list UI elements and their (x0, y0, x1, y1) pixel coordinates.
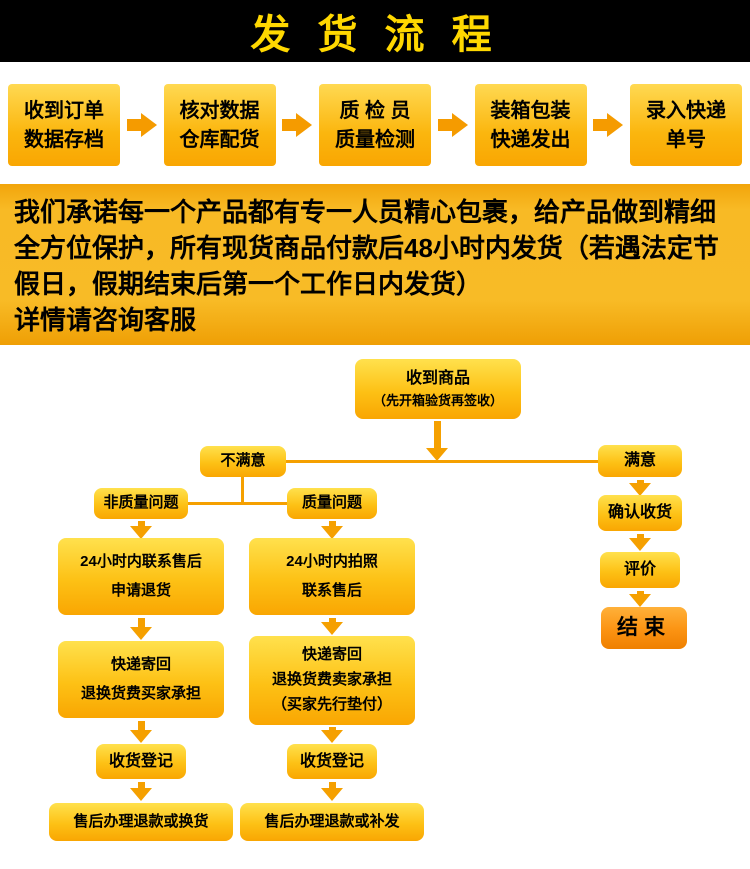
process-step-tracking-number: 录入快递 单号 (630, 84, 742, 166)
box-line: 售后办理退款或换货 (73, 812, 209, 830)
left-step2-box: 快递寄回 退换货费买家承担 (58, 641, 224, 718)
confirm-receipt-box: 确认收货 (598, 495, 682, 531)
promise-banner: 我们承诺每一个产品都有专一人员精心包裹，给产品做到精细全方位保护，所有现货商品付… (0, 184, 750, 345)
process-row: 收到订单 数据存档 核对数据 仓库配货 质 检 员 质量检测 装箱包装 快递发出… (8, 84, 742, 166)
down-arrow-icon (321, 521, 343, 539)
step-line: 质 检 员 (339, 99, 411, 122)
box-line: 收货登记 (108, 752, 173, 770)
step-line: 仓库配货 (179, 128, 260, 151)
process-step-verify-data: 核对数据 仓库配货 (163, 84, 276, 166)
mid-step1-box: 24小时内拍照 联系售后 (249, 538, 415, 615)
box-line: 申请退货 (110, 581, 171, 599)
review-box: 评价 (600, 552, 680, 588)
down-arrow-icon (629, 534, 651, 551)
box-line: 退换货费卖家承担 (271, 671, 392, 689)
process-step-packing: 装箱包装 快递发出 (474, 84, 587, 166)
step-line: 单号 (666, 128, 706, 151)
right-arrow-icon (437, 113, 468, 137)
connector-line (241, 476, 244, 505)
unsatisfied-box: 不满意 (200, 446, 286, 477)
down-arrow-icon (321, 782, 343, 801)
down-arrow-icon (130, 521, 152, 539)
box-line: 非质量问题 (103, 494, 179, 512)
non-quality-issue-box: 非质量问题 (94, 488, 188, 519)
promise-text: 我们承诺每一个产品都有专一人员精心包裹，给产品做到精细全方位保护，所有现货商品付… (14, 197, 719, 299)
box-line: 质量问题 (301, 494, 362, 512)
connector-line (141, 502, 333, 505)
left-step4-box: 售后办理退款或换货 (49, 803, 233, 841)
receive-goods-box: 收到商品 （先开箱验货再签收） (355, 359, 521, 419)
left-step1-box: 24小时内联系售后 申请退货 (58, 538, 224, 615)
step-line: 收到订单 (24, 99, 104, 122)
box-line: 快递寄回 (301, 646, 362, 664)
box-line: 收货登记 (299, 752, 364, 770)
box-line: 快递寄回 (110, 655, 171, 673)
down-arrow-icon (629, 480, 651, 496)
aftersales-flowchart: 收到商品 （先开箱验货再签收） 不满意 满意 非质量问题 质量问题 24小时内联… (0, 345, 750, 869)
box-line: 24小时内联系售后 (80, 552, 202, 570)
box-line: 联系售后 (301, 581, 362, 599)
satisfied-box: 满意 (598, 445, 682, 477)
page-title: 发 货 流 程 (250, 13, 500, 57)
down-arrow-icon (629, 591, 651, 607)
box-line: 售后办理退款或补发 (264, 812, 400, 830)
down-arrow-icon (130, 721, 152, 743)
left-step3-box: 收货登记 (96, 744, 186, 779)
process-step-receive-order: 收到订单 数据存档 (8, 84, 120, 166)
box-line: 不满意 (220, 452, 266, 470)
connector-line (243, 460, 640, 463)
right-arrow-icon (126, 113, 157, 137)
mid-step2-box: 快递寄回 退换货费卖家承担 （买家先行垫付） (249, 636, 415, 725)
right-arrow-icon (593, 113, 624, 137)
step-line: 快递发出 (490, 128, 571, 151)
step-line: 数据存档 (24, 128, 104, 151)
box-line: 确认收货 (607, 504, 672, 521)
mid-step4-box: 售后办理退款或补发 (240, 803, 424, 841)
box-line: 评价 (623, 561, 656, 578)
mid-step3-box: 收货登记 (287, 744, 377, 779)
step-line: 装箱包装 (490, 99, 571, 122)
process-step-quality-check: 质 检 员 质量检测 (319, 84, 431, 166)
promise-footer: 详情请咨询客服 (14, 305, 197, 335)
step-line: 录入快递 (646, 99, 726, 122)
box-line: 满意 (623, 452, 656, 469)
header-banner: 发 货 流 程 (0, 0, 750, 62)
end-box: 结束 (601, 607, 687, 649)
step-line: 核对数据 (179, 99, 260, 122)
box-line: （买家先行垫付） (271, 696, 392, 714)
quality-issue-box: 质量问题 (287, 488, 377, 519)
down-arrow-icon (321, 618, 343, 635)
down-arrow-icon (130, 782, 152, 801)
step-line: 质量检测 (335, 128, 415, 151)
down-arrow-icon (130, 618, 152, 640)
box-line: 24小时内拍照 (286, 552, 378, 570)
box-line: 收到商品 (405, 369, 470, 387)
down-arrow-icon (426, 421, 448, 461)
box-line: 退换货费买家承担 (80, 684, 201, 702)
box-line: 结束 (617, 615, 671, 639)
down-arrow-icon (321, 727, 343, 743)
box-line: （先开箱验货再签收） (372, 392, 503, 408)
right-arrow-icon (282, 113, 313, 137)
